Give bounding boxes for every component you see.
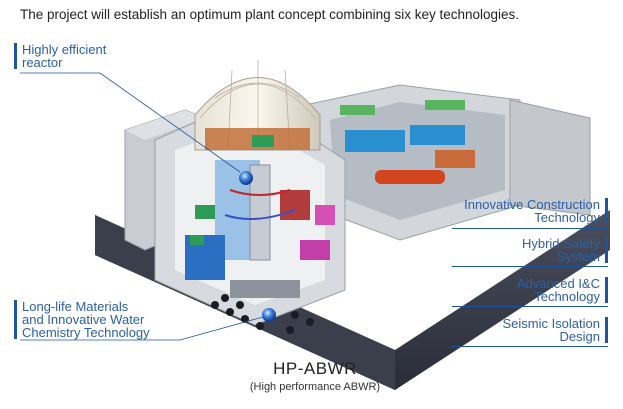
seismic-isolator-array (211, 294, 314, 334)
intro-text: The project will establish an optimum pl… (20, 7, 520, 22)
callout-hybrid-safety: Hybrid Satety System (522, 237, 608, 263)
callout-long-life-materials: Long-life Materials and Innovative Water… (14, 300, 150, 339)
divider-rule (452, 306, 608, 307)
callout-advanced-ic: Advanced I&C Technology (517, 277, 608, 303)
callout-line: and Innovative Water (22, 312, 145, 327)
callout-line: Advanced I&C (516, 276, 600, 291)
callout-line: Design (559, 329, 600, 344)
callout-highly-efficient-reactor: Highly efficient reactor (14, 43, 106, 69)
materials-marker (262, 308, 276, 322)
callout-innovative-construction: Innovative Construction Technology (464, 198, 608, 224)
callout-line: Innovative Construction (464, 197, 600, 212)
materials-leader-line (20, 316, 264, 341)
callout-line: Technology (534, 289, 600, 304)
reactor-leader-line (20, 72, 241, 173)
divider-rule (452, 346, 608, 347)
callout-line: Hybrid Satety (521, 236, 600, 251)
divider-rule (452, 266, 608, 267)
callout-line: Seismic Isolation (502, 316, 600, 331)
divider-rule (452, 228, 608, 229)
caption-title: HP-ABWR (273, 359, 357, 378)
callout-line: reactor (22, 55, 63, 70)
callout-line: System (556, 249, 600, 264)
callout-line: Highly efficient (22, 42, 107, 57)
callout-line: Technology (534, 210, 600, 225)
callout-line: Chemistry Technology (22, 325, 150, 340)
callout-line: Long-life Materials (22, 299, 129, 314)
reactor-marker (239, 171, 253, 185)
caption-subtitle: (High performance ABWR) (249, 381, 381, 393)
callout-seismic-isolation: Seismic Isolation Design (502, 317, 608, 343)
